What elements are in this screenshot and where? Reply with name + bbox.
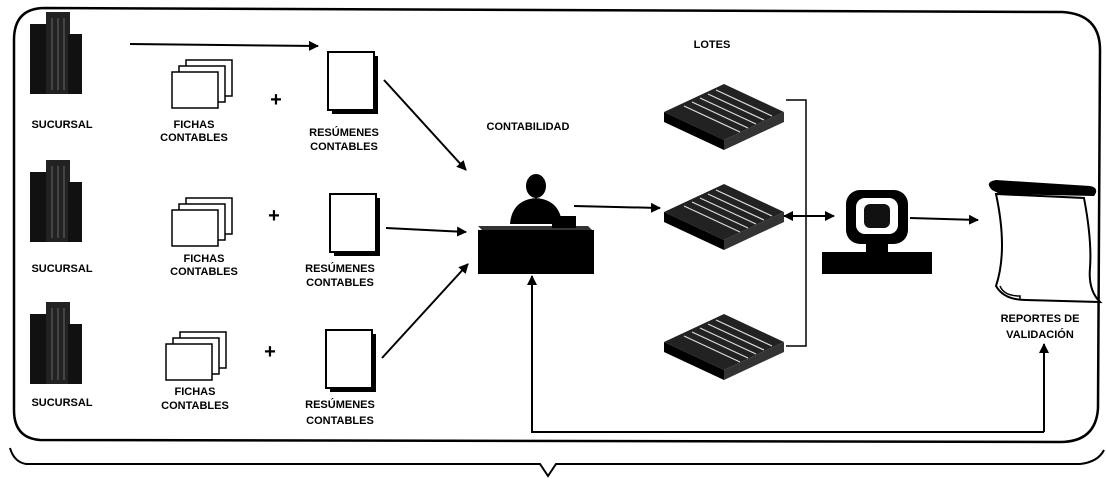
sucursal-label: SUCURSAL — [31, 397, 92, 409]
bottom-bracket — [10, 448, 1104, 476]
resumenes-label: RESÚMENES — [309, 126, 379, 139]
arrow-terminal-to-reportes — [910, 218, 978, 220]
sucursal-icon — [30, 302, 82, 384]
resumenes-label: CONTABLES — [310, 141, 378, 153]
lote-icon — [664, 184, 784, 250]
fichas-contables-icon — [172, 60, 232, 108]
plus-sign: + — [264, 341, 276, 363]
resumenes-label: CONTABLES — [306, 277, 374, 289]
contabilidad-label: CONTABILIDAD — [487, 121, 570, 133]
lotes-bracket — [786, 100, 806, 346]
lote-icon — [664, 314, 784, 380]
feedback-arrow-to-contabilidad — [532, 276, 1044, 432]
resumen-icon — [328, 52, 378, 114]
contabilidad-icon — [478, 174, 594, 274]
sucursal-label: SUCURSAL — [31, 263, 92, 275]
arrow-resumen-3 — [382, 264, 468, 358]
plus-sign: + — [268, 205, 280, 227]
resumenes-label: RESÚMENES — [305, 262, 375, 275]
fichas-label: CONTABLES — [170, 266, 238, 278]
fichas-label: FICHAS — [184, 253, 225, 265]
fichas-label: FICHAS — [175, 386, 216, 398]
sucursal-label: SUCURSAL — [31, 119, 92, 131]
resumen-icon — [330, 194, 380, 256]
sucursal-icon — [30, 160, 82, 242]
arrow-resumen-2 — [386, 228, 466, 232]
fichas-contables-icon — [166, 332, 226, 380]
fichas-label: CONTABLES — [161, 400, 229, 412]
reportes-label: VALIDACIÓN — [1006, 328, 1074, 341]
sucursal-icon — [30, 12, 82, 94]
arrow-resumen-1 — [384, 80, 466, 170]
lote-icon — [664, 84, 784, 150]
arrow-contabilidad-to-lotes — [574, 206, 660, 208]
resumenes-label: RESÚMENES — [305, 398, 375, 411]
resumenes-label: CONTABLES — [306, 415, 374, 427]
fichas-label: CONTABLES — [160, 132, 228, 144]
plus-sign: + — [270, 89, 282, 111]
fichas-contables-icon — [172, 198, 232, 246]
resumen-icon — [326, 330, 376, 392]
reportes-label: REPORTES DE — [1001, 313, 1080, 325]
fichas-label: FICHAS — [174, 119, 215, 131]
reportes-scroll-icon — [989, 180, 1100, 302]
terminal-icon — [822, 190, 932, 274]
arrow-sucursal-to-resumen — [130, 44, 318, 46]
lotes-label: LOTES — [694, 39, 731, 51]
